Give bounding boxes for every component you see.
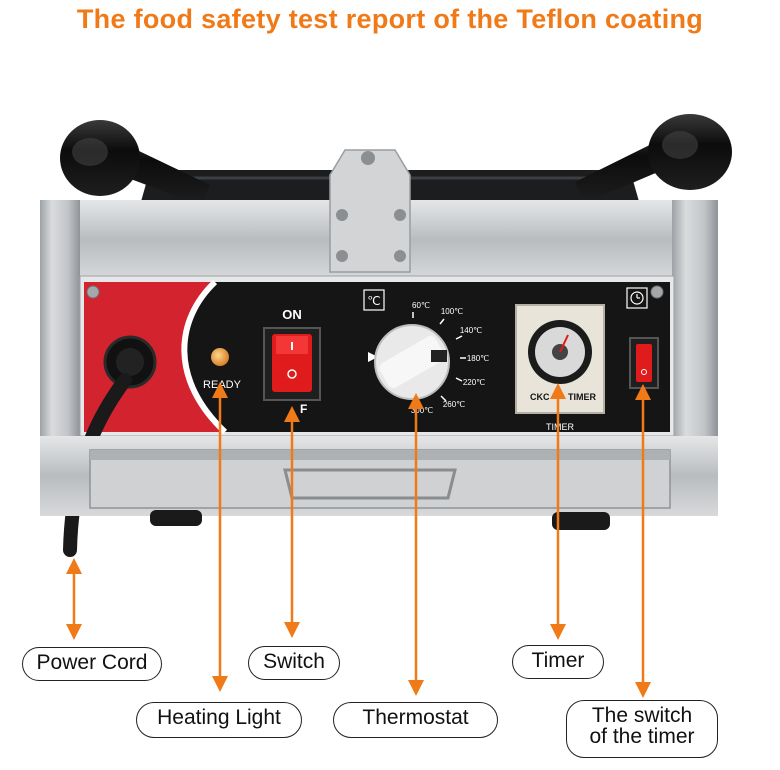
callout-timer: Timer [512,645,604,679]
left-handle [60,120,210,205]
svg-text:300℃: 300℃ [411,406,433,415]
callout-arrows [66,382,651,698]
drawer-handle [283,468,457,500]
right-handle [575,114,732,203]
svg-text:100℃: 100℃ [441,307,463,316]
svg-text:180℃: 180℃ [467,354,489,363]
power-switch: ON F [263,307,321,416]
svg-text:220℃: 220℃ [463,378,485,387]
heating-light-lamp [211,348,229,366]
callout-timer-switch-line2: of the timer [589,725,695,748]
timer-face-word: TIMER [568,392,596,402]
switch-on-label: ON [282,307,302,322]
thermostat: ℃ 60℃ 100℃ 140℃ 180℃ 220℃ 260℃ 300℃ [363,289,489,415]
page-title: The food safety test report of the Teflo… [76,4,704,34]
callout-switch: Switch [248,646,340,680]
callout-power-cord: Power Cord [22,647,162,681]
timer-brand: CKC [530,392,550,402]
svg-text:260℃: 260℃ [443,400,465,409]
timer-label: TIMER [546,422,574,432]
mechanical-timer: CKC TIMER TIMER [515,304,605,432]
callout-timer-switch: The switch of the timer [566,700,718,758]
clock-icon [626,287,648,309]
timer-switch [629,337,659,389]
callout-heating-light: Heating Light [136,702,302,738]
ready-label: READY [203,379,242,391]
callout-timer-switch-line1: The switch [591,704,693,727]
power-cord [63,335,157,557]
svg-text:60℃: 60℃ [412,301,430,310]
callout-thermostat: Thermostat [333,702,498,738]
svg-text:140℃: 140℃ [460,326,482,335]
switch-off-label: F [300,402,307,416]
hinge-bracket [329,149,411,273]
temperature-icon: ℃ [367,294,380,308]
